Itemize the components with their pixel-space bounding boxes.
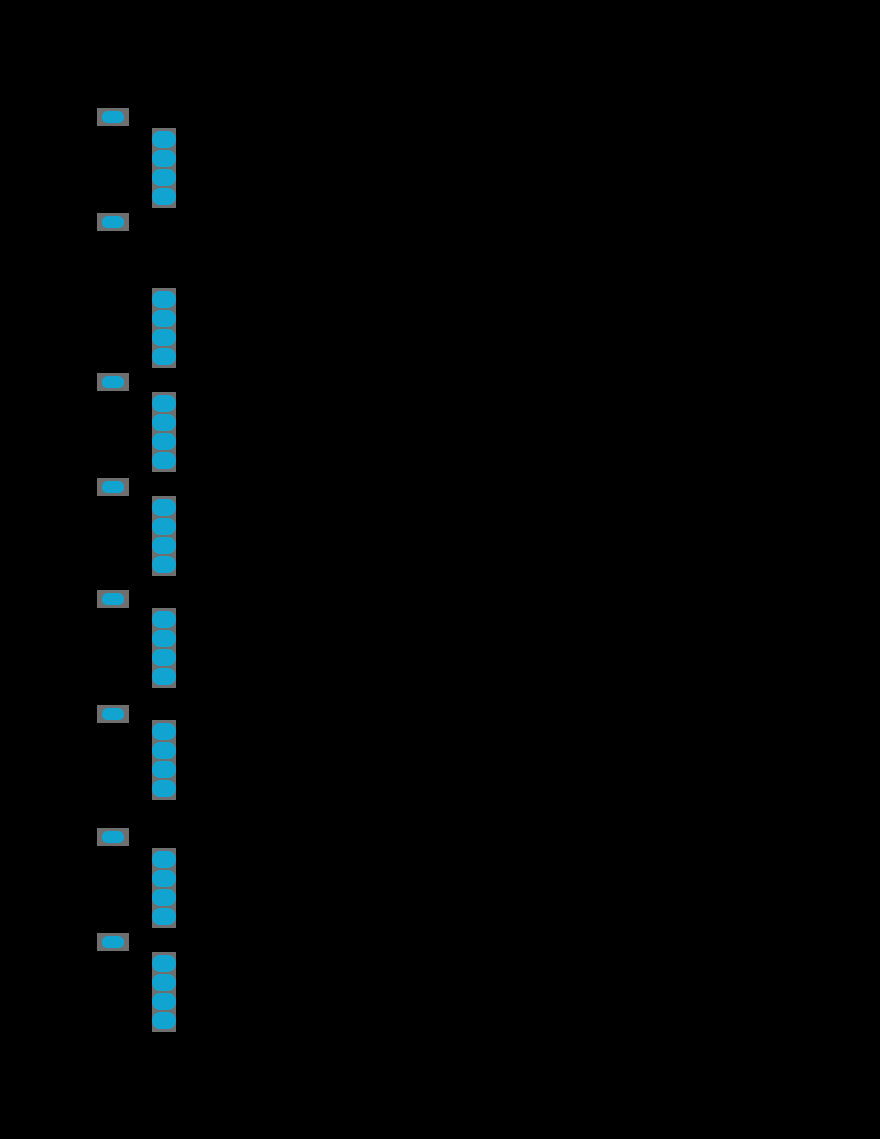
label-glyph-icon <box>152 329 176 346</box>
label-glyph-icon <box>152 518 176 535</box>
marker-glyph-icon <box>102 376 124 388</box>
label-glyph-icon <box>152 433 176 450</box>
label-glyph-icon <box>152 452 176 469</box>
label-glyph-icon <box>152 955 176 972</box>
entry-label <box>152 848 176 928</box>
label-glyph-icon <box>152 889 176 906</box>
entry-marker <box>97 478 129 496</box>
label-glyph-icon <box>152 851 176 868</box>
entry-marker <box>97 933 129 951</box>
entry-label <box>152 128 176 208</box>
entry-label <box>152 288 176 368</box>
marker-glyph-icon <box>102 708 124 720</box>
entry-label <box>152 392 176 472</box>
label-glyph-icon <box>152 761 176 778</box>
entry-marker <box>97 828 129 846</box>
label-glyph-icon <box>152 870 176 887</box>
label-glyph-icon <box>152 630 176 647</box>
label-glyph-icon <box>152 395 176 412</box>
marker-glyph-icon <box>102 111 124 123</box>
label-glyph-icon <box>152 780 176 797</box>
marker-glyph-icon <box>102 216 124 228</box>
label-glyph-icon <box>152 499 176 516</box>
marker-glyph-icon <box>102 593 124 605</box>
entry-marker <box>97 108 129 126</box>
marker-glyph-icon <box>102 831 124 843</box>
entry-label <box>152 496 176 576</box>
label-glyph-icon <box>152 291 176 308</box>
label-glyph-icon <box>152 537 176 554</box>
label-glyph-icon <box>152 150 176 167</box>
label-glyph-icon <box>152 131 176 148</box>
label-glyph-icon <box>152 668 176 685</box>
label-glyph-icon <box>152 611 176 628</box>
label-glyph-icon <box>152 556 176 573</box>
label-glyph-icon <box>152 649 176 666</box>
entry-label <box>152 608 176 688</box>
entry-label <box>152 952 176 1032</box>
marker-glyph-icon <box>102 481 124 493</box>
entry-marker <box>97 213 129 231</box>
label-glyph-icon <box>152 414 176 431</box>
label-glyph-icon <box>152 908 176 925</box>
entry-label <box>152 720 176 800</box>
label-glyph-icon <box>152 310 176 327</box>
entry-marker <box>97 373 129 391</box>
label-glyph-icon <box>152 188 176 205</box>
label-glyph-icon <box>152 723 176 740</box>
label-glyph-icon <box>152 348 176 365</box>
entry-marker <box>97 590 129 608</box>
label-glyph-icon <box>152 742 176 759</box>
label-glyph-icon <box>152 993 176 1010</box>
entry-marker <box>97 705 129 723</box>
marker-glyph-icon <box>102 936 124 948</box>
label-glyph-icon <box>152 169 176 186</box>
label-glyph-icon <box>152 1012 176 1029</box>
label-glyph-icon <box>152 974 176 991</box>
